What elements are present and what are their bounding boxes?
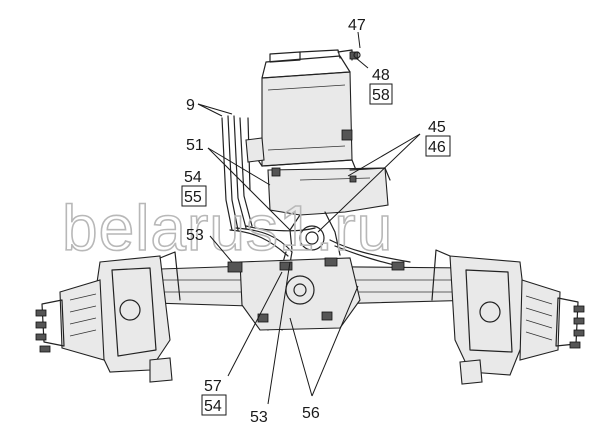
axle-beam: [119, 257, 481, 331]
hydraulic-tank: [257, 49, 361, 171]
callout-58-box: [369, 83, 393, 105]
callout-56: 56: [302, 405, 320, 422]
left-hub: [35, 251, 181, 383]
callout-53-left: 53: [186, 227, 204, 244]
callout-58: 58: [372, 87, 390, 104]
callout-54-bottom: 54: [204, 398, 222, 415]
callout-9: 9: [186, 97, 195, 114]
callout-55: 55: [184, 189, 202, 206]
callout-55-box: [181, 185, 207, 207]
leader-lines: [197, 31, 421, 405]
callout-45: 45: [428, 119, 446, 136]
watermark-text: belarus1.ru: [62, 192, 393, 264]
callout-57: 57: [204, 378, 222, 395]
callouts: 47 48 58 9 45 46 51 54 55 53 57 54 53 56: [181, 17, 451, 426]
callout-46-box: [425, 135, 451, 157]
callout-51: 51: [186, 137, 204, 154]
callout-53-bottom: 53: [250, 409, 268, 426]
callout-54-top: 54: [184, 169, 202, 186]
hose-bundle-9: [221, 115, 265, 231]
callout-54-bottom-box: [201, 394, 227, 416]
callout-48: 48: [372, 67, 390, 84]
callout-47: 47: [348, 17, 366, 34]
right-hub: [431, 249, 585, 385]
callout-46: 46: [428, 139, 446, 156]
